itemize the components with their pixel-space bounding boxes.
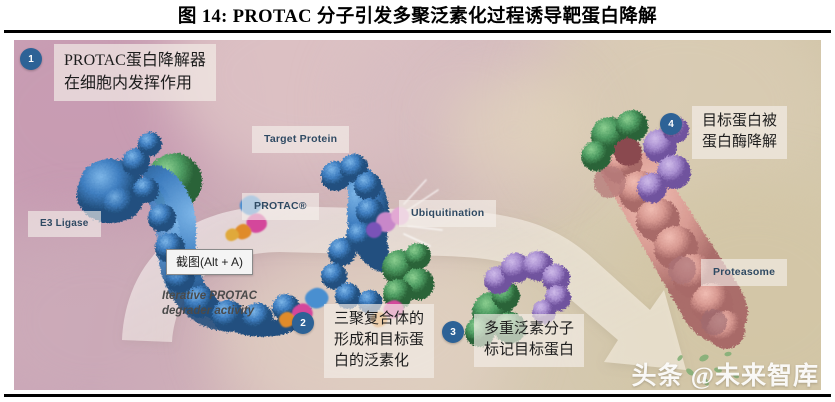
- protac-pathway-illustration: Target Protein PROTAC® E3 Ligase Ubiquit…: [14, 40, 821, 390]
- label-e3-ligase: E3 Ligase: [28, 211, 101, 237]
- figure-title-bar: 图 14: PROTAC 分子引发多聚泛素化过程诱导靶蛋白降解: [0, 0, 835, 30]
- title-divider-top: [4, 30, 831, 33]
- label-proteasome: Proteasome: [701, 259, 788, 286]
- step-text-2: 三聚复合体的 形成和目标蛋 白的泛素化: [324, 304, 435, 378]
- step-badge-1: 1: [20, 48, 42, 70]
- label-target-protein: Target Protein: [252, 126, 350, 153]
- background-blob: [344, 40, 584, 200]
- screenshot-shortcut-tooltip[interactable]: 截图(Alt + A): [166, 249, 254, 275]
- figure-divider-bottom: [4, 394, 831, 397]
- label-protac: PROTAC®: [242, 193, 319, 220]
- step-text-1: PROTAC蛋白降解器 在细胞内发挥作用: [54, 44, 216, 101]
- step-badge-4: 4: [660, 113, 682, 135]
- watermark: 头条 @未来智库: [631, 363, 819, 390]
- background-blob: [444, 70, 584, 190]
- label-ubiquitination: Ubiquitination: [399, 200, 497, 227]
- step-text-4: 目标蛋白被 蛋白酶降解: [692, 106, 788, 159]
- step-badge-3: 3: [442, 321, 464, 343]
- annotation-iterative-degrader-activity: Iterative PROTAC degrader activity: [162, 290, 258, 317]
- page-title: 图 14: PROTAC 分子引发多聚泛素化过程诱导靶蛋白降解: [177, 7, 658, 27]
- step-badge-2: 2: [292, 312, 314, 334]
- step-text-3: 多重泛素分子 标记目标蛋白: [474, 314, 585, 367]
